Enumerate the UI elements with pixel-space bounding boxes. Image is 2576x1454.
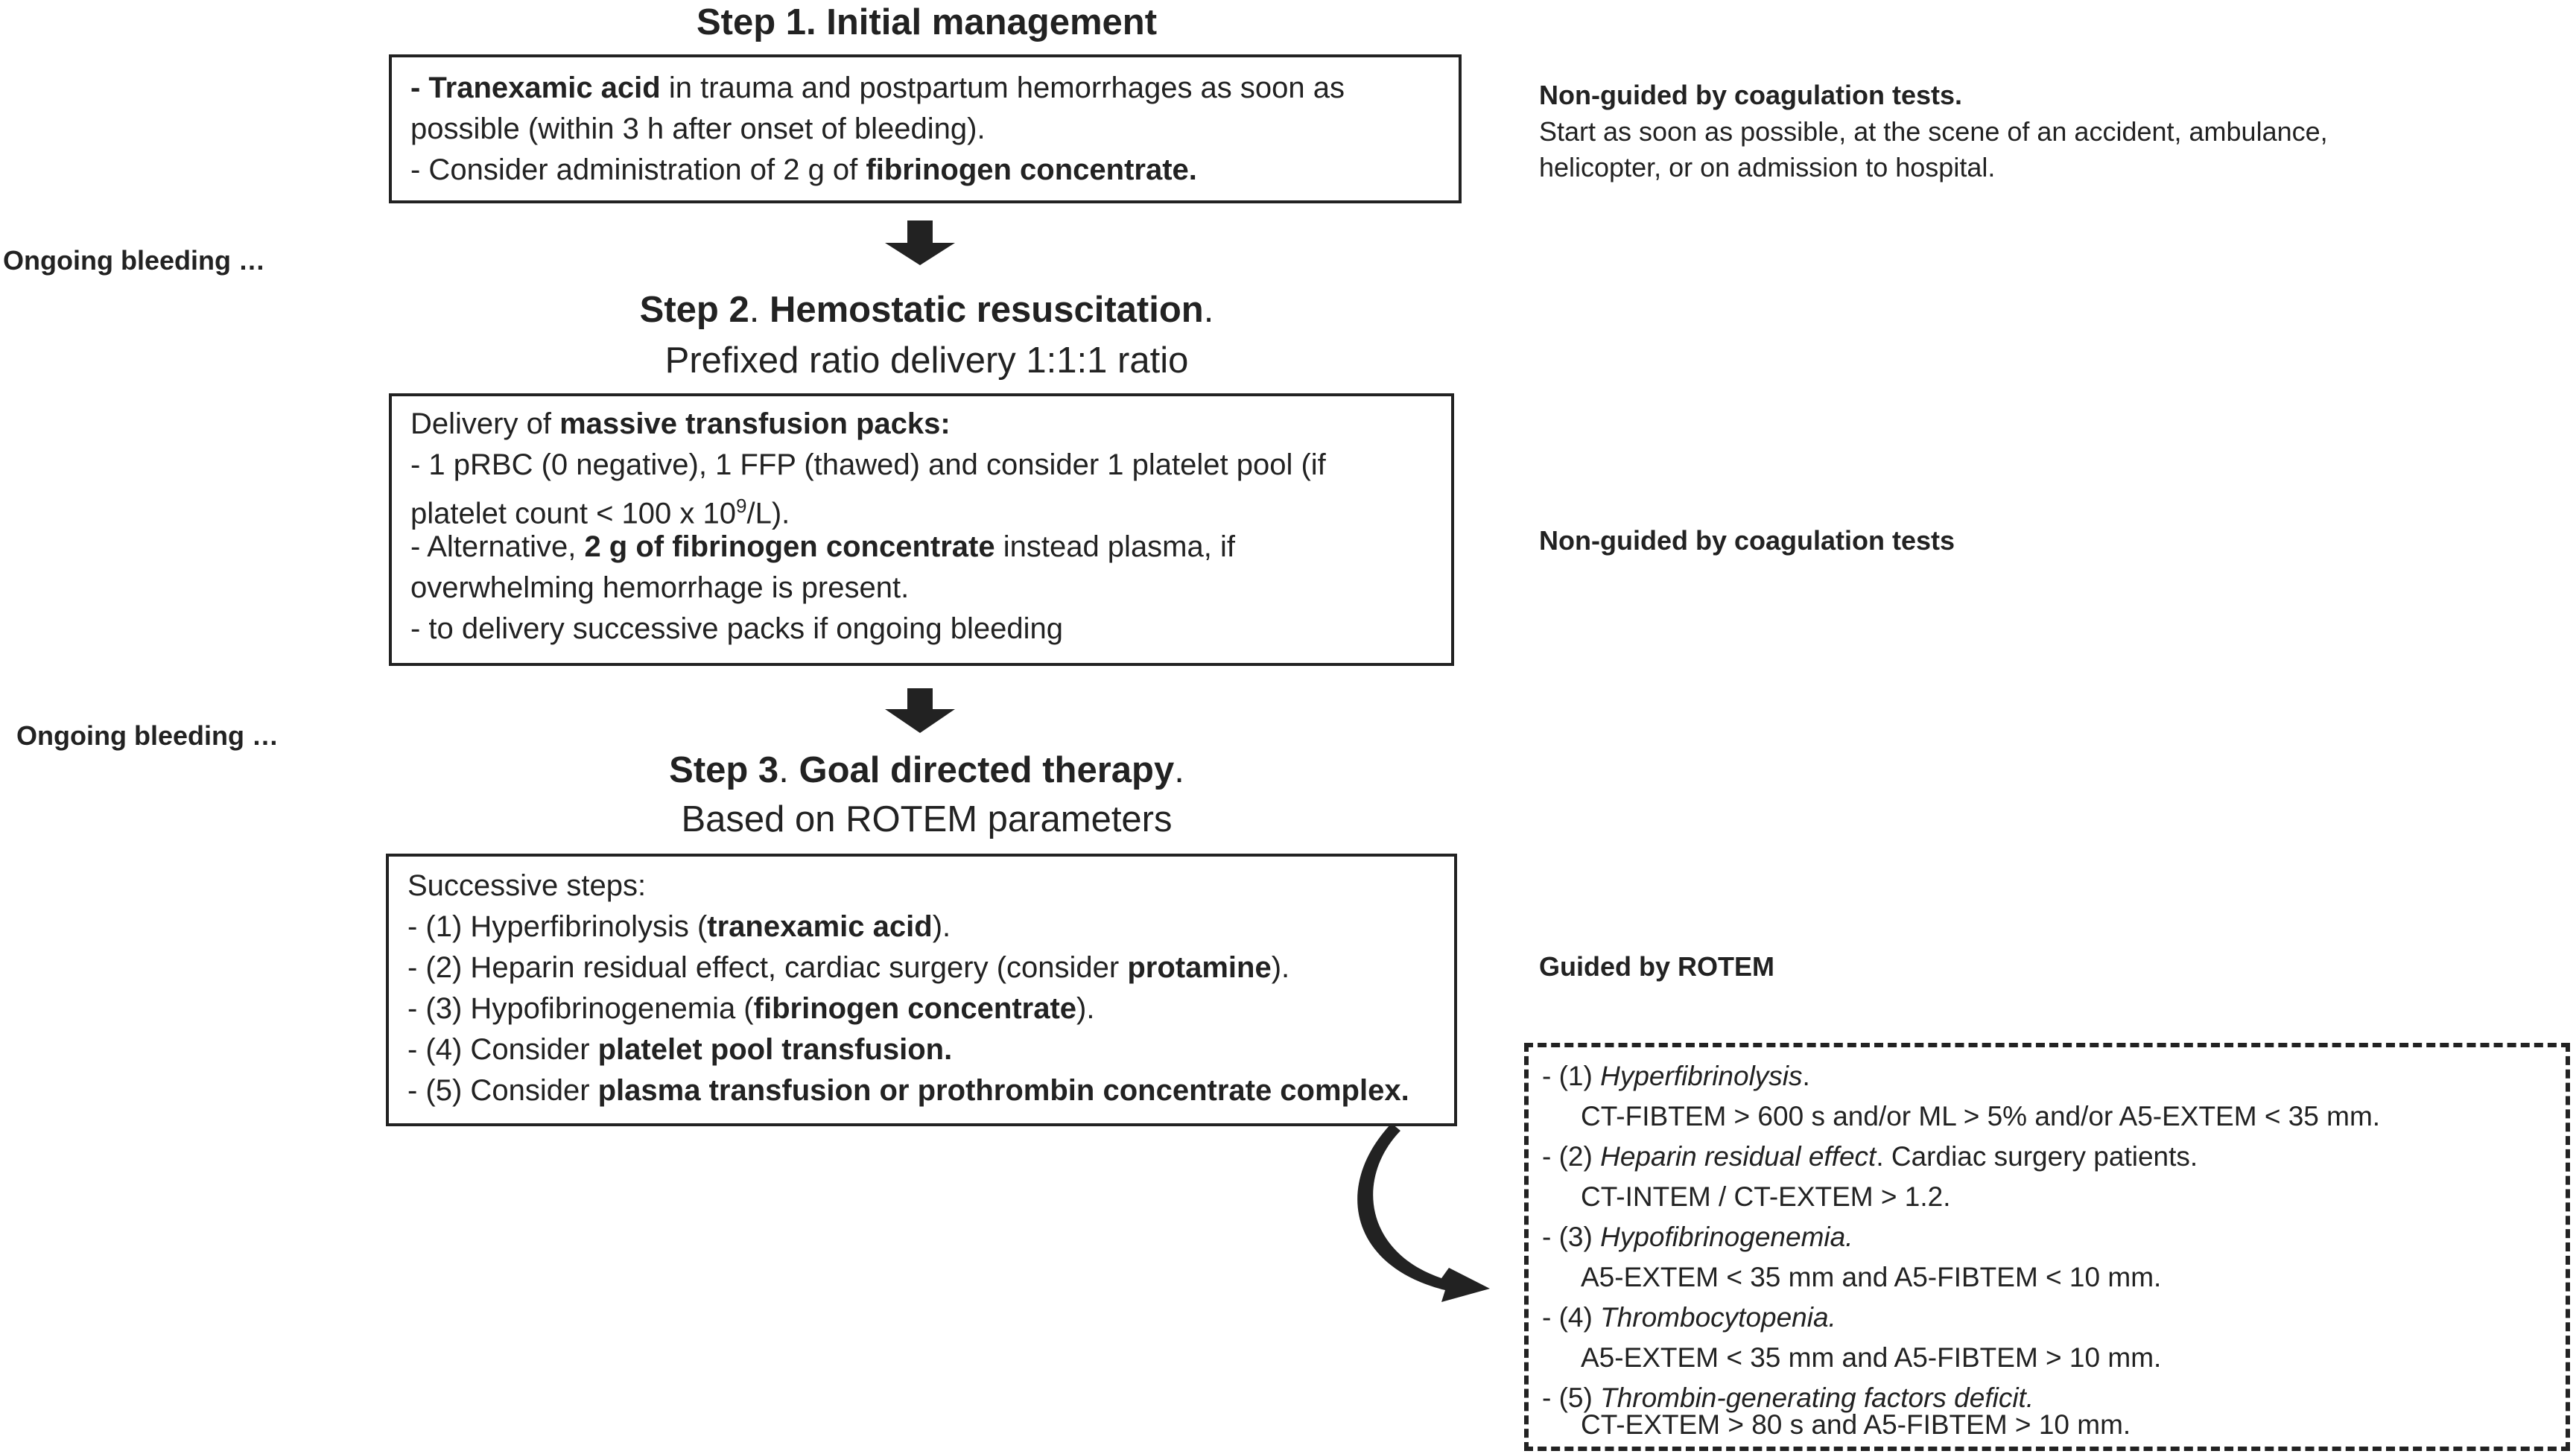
step3-line3: - (2) Heparin residual effect, cardiac s… <box>407 951 1290 984</box>
step1-title: Step 1. Initial management <box>696 2 1158 42</box>
step2-line2: - 1 pRBC (0 negative), 1 FFP (thawed) an… <box>410 448 1326 481</box>
rotem-c1-detail: CT-FIBTEM > 600 s and/or ML > 5% and/or … <box>1581 1101 2381 1131</box>
step3-side-title: Guided by ROTEM <box>1539 951 1775 982</box>
step1-line2: possible (within 3 h after onset of blee… <box>410 112 986 145</box>
rotem-criteria-box: - (1) Hyperfibrinolysis. CT-FIBTEM > 600… <box>1524 1043 2570 1451</box>
step3-line6: - (5) Consider plasma transfusion or pro… <box>407 1074 1409 1107</box>
step3-line5: - (4) Consider platelet pool transfusion… <box>407 1033 953 1066</box>
rotem-c1: - (1) Hyperfibrinolysis. <box>1542 1061 1810 1091</box>
step3-box: Successive steps: - (1) Hyperfibrinolysi… <box>386 854 1457 1126</box>
rotem-c2: - (2) Heparin residual effect. Cardiac s… <box>1542 1141 2198 1172</box>
step2-box: Delivery of massive transfusion packs: -… <box>389 393 1454 666</box>
step3-line1: Successive steps: <box>407 869 647 902</box>
rotem-c3: - (3) Hypofibrinogenemia. <box>1542 1222 1853 1252</box>
step3-subtitle: Based on ROTEM parameters <box>681 799 1173 839</box>
step3-title: Step 3. Goal directed therapy. <box>669 750 1184 790</box>
step2-line4: - Alternative, 2 g of fibrinogen concent… <box>410 530 1235 563</box>
step1-side-title: Non-guided by coagulation tests. <box>1539 80 1963 110</box>
step2-line5: overwhelming hemorrhage is present. <box>410 571 910 604</box>
step2-line1: Delivery of massive transfusion packs: <box>410 407 951 440</box>
rotem-c4: - (4) Thrombocytopenia. <box>1542 1302 1836 1333</box>
rotem-c4-detail: A5-EXTEM < 35 mm and A5-FIBTEM > 10 mm. <box>1581 1342 2162 1373</box>
step1-box: - Tranexamic acid in trauma and postpart… <box>389 54 1462 203</box>
ongoing-bleeding-1: Ongoing bleeding … <box>3 245 265 276</box>
rotem-c3-detail: A5-EXTEM < 35 mm and A5-FIBTEM < 10 mm. <box>1581 1262 2162 1292</box>
step1-line3: - Consider administration of 2 g of fibr… <box>410 153 1197 186</box>
step2-line3: platelet count < 100 x 109/L). <box>410 495 790 530</box>
down-arrow-2 <box>885 688 955 733</box>
step1-line1: - Tranexamic acid in trauma and postpart… <box>410 72 1345 104</box>
ongoing-bleeding-2: Ongoing bleeding … <box>16 720 279 751</box>
step2-subtitle: Prefixed ratio delivery 1:1:1 ratio <box>664 340 1189 381</box>
step1-side-line2: helicopter, or on admission to hospital. <box>1539 152 1996 182</box>
step1-side-line1: Start as soon as possible, at the scene … <box>1539 116 2328 147</box>
step3-line2: - (1) Hyperfibrinolysis (tranexamic acid… <box>407 910 951 943</box>
rotem-c2-detail: CT-INTEM / CT-EXTEM > 1.2. <box>1581 1181 1951 1212</box>
step2-line6: - to delivery successive packs if ongoin… <box>410 612 1064 645</box>
rotem-c5-detail: CT-EXTEM > 80 s and A5-FIBTEM > 10 mm. <box>1581 1409 2131 1440</box>
down-arrow-1 <box>885 220 955 265</box>
step2-title: Step 2. Hemostatic resuscitation. <box>639 290 1214 330</box>
rotem-c5: - (5) Thrombin-generating factors defici… <box>1542 1382 2034 1413</box>
step2-side-title: Non-guided by coagulation tests <box>1539 525 1955 556</box>
curved-arrow <box>1357 1123 1490 1302</box>
step3-line4: - (3) Hypofibrinogenemia (fibrinogen con… <box>407 992 1095 1025</box>
